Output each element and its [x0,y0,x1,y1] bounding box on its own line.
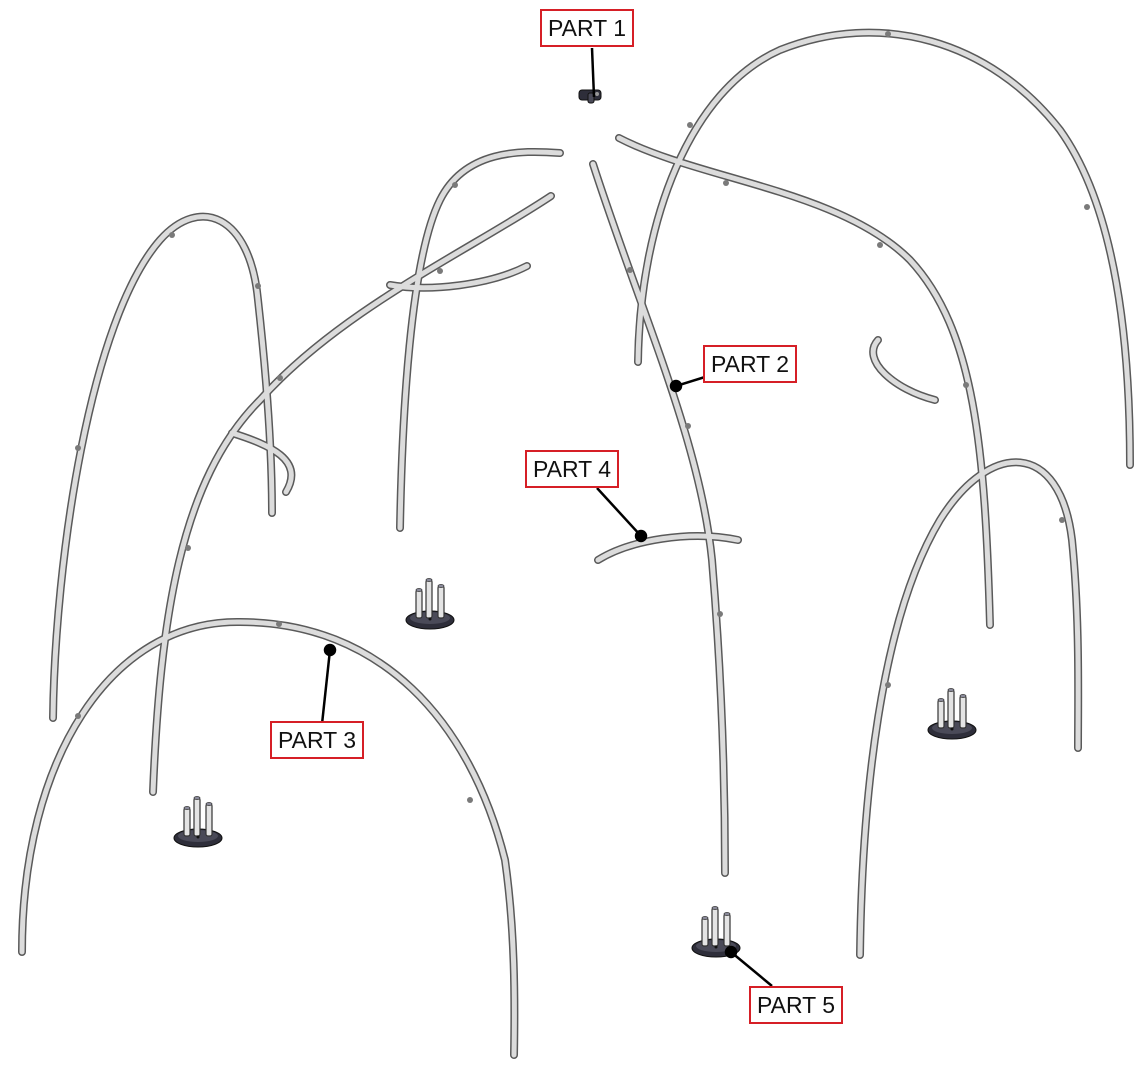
leader-line-part-3 [320,649,332,725]
connector-part-1 [578,89,602,104]
tube-fill-3 [50,214,275,721]
joint-collar-13 [627,267,633,273]
joint-collar-7 [169,232,175,238]
joint-collar-2 [467,797,473,803]
joint-collar-17 [877,242,883,248]
joint-collar-12 [185,545,191,551]
tube-fill-9 [595,533,741,563]
joint-collar-19 [1059,517,1065,523]
tube-fill-4 [397,149,563,531]
tube-fill-1 [19,619,517,1058]
tube-fill-2 [635,30,1133,468]
tube-fill-11 [229,430,294,495]
label-part-5: PART 5 [749,986,843,1024]
leader-dot-part-5 [724,945,738,959]
leader-line-part-1 [590,47,596,98]
tube-fill-7 [616,135,993,628]
joint-collar-18 [963,382,969,388]
base-unit-2 [173,795,223,848]
arch-tube-large-front [18,617,519,1059]
joint-collar-1 [276,621,282,627]
tube-fill-12 [870,337,938,403]
label-part-3: PART 3 [270,721,364,759]
arch-tube-right [856,458,1083,959]
joint-collar-10 [452,182,458,188]
joint-collar-8 [255,283,261,289]
joint-collar-3 [75,713,81,719]
base-unit-3 [927,687,977,740]
tube-fill-5 [150,193,554,795]
joint-collar-14 [685,423,691,429]
label-part-1: PART 1 [540,9,634,47]
label-part-2: PART 2 [703,345,797,383]
tube-fill-8 [857,459,1081,958]
leader-line-part-5 [730,951,773,987]
joint-collar-20 [885,682,891,688]
joint-collar-6 [687,122,693,128]
joint-collar-9 [75,445,81,451]
leader-dot-part-3 [323,643,337,657]
leader-dot-part-2 [669,379,683,393]
joint-collar-16 [723,180,729,186]
joint-collar-5 [1084,204,1090,210]
joint-collar-21 [437,268,443,274]
arch-tube-large-back [634,28,1134,469]
base-unit-1 [405,577,455,630]
joint-collar-11 [277,375,283,381]
tube-fill-10 [387,263,530,291]
joint-collar-15 [717,611,723,617]
label-part-4: PART 4 [525,450,619,488]
leader-dot-part-4 [634,529,648,543]
joint-collar-4 [885,31,891,37]
diagonal-tube [149,192,555,796]
leader-line-part-4 [596,487,642,537]
tube-fill-6 [590,161,728,876]
